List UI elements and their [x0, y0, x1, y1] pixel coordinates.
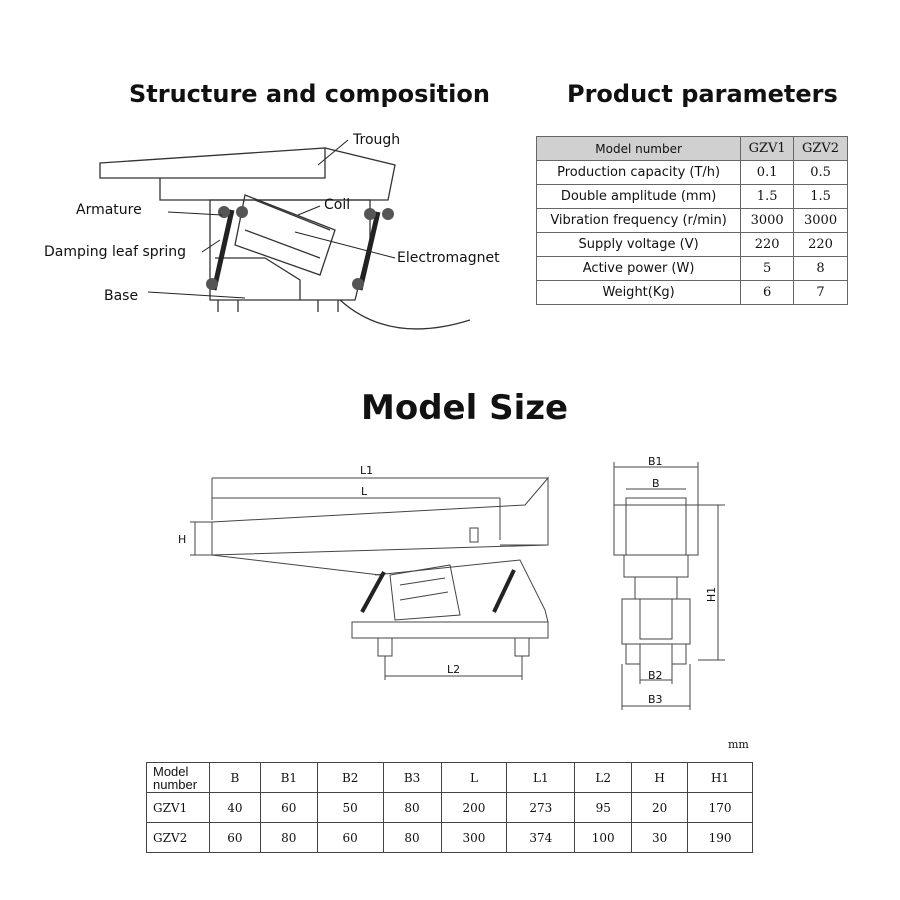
dim-label-l: L	[361, 485, 368, 498]
table-cell: Weight(Kg)	[535, 280, 742, 305]
label-armature: Armature	[76, 202, 142, 218]
table-cell: 170	[687, 792, 753, 823]
table-cell: GZV1	[146, 792, 210, 823]
front-trough-shape	[613, 504, 699, 556]
table-cell: 220	[740, 232, 795, 257]
dim-label-b2: B2	[648, 669, 663, 682]
table-cell: Supply voltage (V)	[535, 232, 742, 257]
label-trough: Trough	[353, 132, 401, 148]
table-cell: 100	[574, 822, 633, 853]
table-cell: 1.5	[793, 184, 848, 209]
side-trough-shape	[211, 476, 549, 556]
table-row: Active power (W) 5 8	[535, 256, 848, 281]
table-cell: GZV2	[146, 822, 210, 853]
size-header-cell: L1	[506, 762, 576, 793]
table-cell: 0.1	[740, 160, 795, 185]
table-cell: 273	[506, 792, 576, 823]
structure-title: Structure and composition	[129, 80, 490, 108]
size-header-cell: B	[208, 762, 261, 793]
trough-shape	[99, 147, 326, 179]
table-cell: 8	[793, 256, 848, 281]
dim-label-b1: B1	[648, 455, 663, 468]
table-row: Vibration frequency (r/min) 3000 3000	[535, 208, 848, 233]
table-cell: 3000	[793, 208, 848, 233]
size-header-cell: L	[440, 762, 508, 793]
front-base-shape	[621, 598, 691, 645]
electromagnet-shape	[234, 194, 336, 276]
table-row: Production capacity (T/h) 0.1 0.5	[535, 160, 848, 185]
table-cell: Vibration frequency (r/min)	[535, 208, 742, 233]
table-row: Supply voltage (V) 220 220	[535, 232, 848, 257]
size-header-row: Model number B B1 B2 B3 L L1 L2 H H1	[146, 762, 753, 793]
size-header-cell: B2	[316, 762, 384, 793]
base-shape	[209, 199, 371, 301]
table-cell: 1.5	[740, 184, 795, 209]
table-cell: 6	[740, 280, 795, 305]
size-table: Model number B B1 B2 B3 L L1 L2 H H1 GZV…	[146, 762, 753, 853]
dim-label-l1: L1	[360, 464, 374, 477]
front-view-drawing	[613, 462, 725, 710]
table-cell: 20	[631, 792, 689, 823]
table-cell: 60	[316, 822, 384, 853]
structure-diagram	[99, 139, 471, 330]
parameters-header-cell: Model number	[535, 136, 742, 161]
dim-label-l2: L2	[447, 663, 461, 676]
table-cell: 40	[208, 792, 261, 823]
table-cell: Double amplitude (mm)	[535, 184, 742, 209]
size-header-cell: Model number	[146, 762, 210, 793]
model-size-title: Model Size	[361, 388, 569, 428]
size-header-cell: B1	[259, 762, 318, 793]
table-cell: 374	[506, 822, 576, 853]
side-base-shape	[351, 621, 549, 639]
table-cell: 5	[740, 256, 795, 281]
table-cell: 220	[793, 232, 848, 257]
table-row: Double amplitude (mm) 1.5 1.5	[535, 184, 848, 209]
label-coil: Coil	[324, 197, 351, 213]
table-cell: 80	[382, 792, 442, 823]
table-row: GZV1 40 60 50 80 200 273 95 20 170	[146, 792, 753, 823]
table-cell: 80	[259, 822, 318, 853]
table-cell: 3000	[740, 208, 795, 233]
table-cell: 60	[208, 822, 261, 853]
table-cell: 7	[793, 280, 848, 305]
size-header-cell: H1	[687, 762, 753, 793]
table-cell: 95	[574, 792, 633, 823]
parameters-header-cell: GZV2	[793, 136, 848, 161]
table-cell: 30	[631, 822, 689, 853]
table-cell: Production capacity (T/h)	[535, 160, 742, 185]
dim-label-b: B	[652, 477, 660, 490]
size-header-cell: L2	[574, 762, 633, 793]
side-view-drawing	[190, 476, 549, 680]
table-cell: 0.5	[793, 160, 848, 185]
parameters-table: Model number GZV1 GZV2 Production capaci…	[535, 136, 848, 305]
table-cell: 190	[687, 822, 753, 853]
table-cell: 60	[259, 792, 318, 823]
parameters-title: Product parameters	[567, 80, 838, 108]
label-electromagnet: Electromagnet	[397, 250, 500, 266]
size-header-cell: B3	[382, 762, 442, 793]
dim-label-b3: B3	[648, 693, 663, 706]
table-cell: 300	[440, 822, 508, 853]
table-row: Weight(Kg) 6 7	[535, 280, 848, 305]
table-cell: Active power (W)	[535, 256, 742, 281]
table-cell: 200	[440, 792, 508, 823]
label-base: Base	[104, 288, 139, 304]
parameters-header-cell: GZV1	[740, 136, 795, 161]
table-cell: 80	[382, 822, 442, 853]
table-cell: 50	[316, 792, 384, 823]
dim-label-h: H	[178, 533, 187, 546]
unit-label: mm	[728, 738, 749, 751]
dim-label-h1: H1	[705, 586, 719, 603]
parameters-header-row: Model number GZV1 GZV2	[535, 136, 848, 161]
table-row: GZV2 60 80 60 80 300 374 100 30 190	[146, 822, 753, 853]
label-damping-leaf-spring: Damping leaf spring	[44, 244, 187, 260]
size-header-cell: H	[631, 762, 689, 793]
